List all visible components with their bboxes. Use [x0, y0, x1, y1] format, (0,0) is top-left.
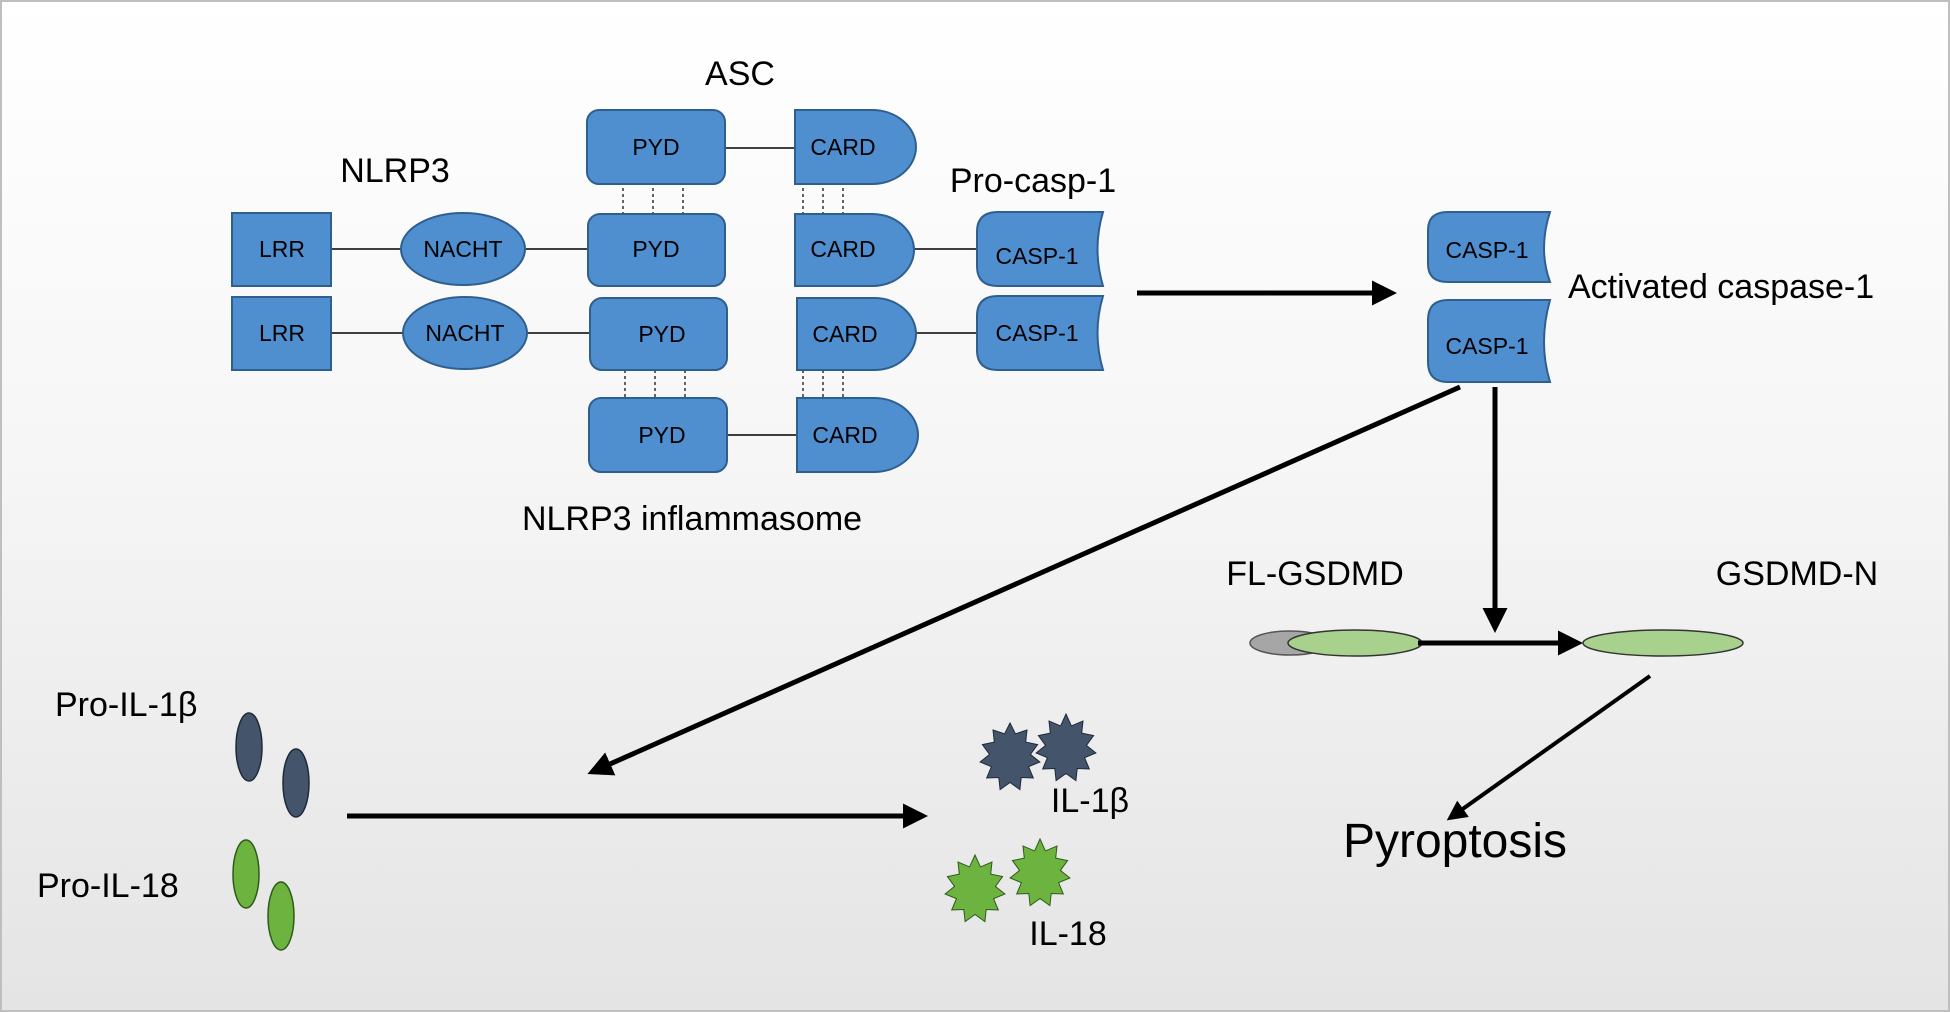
lrr-label: LRR: [259, 236, 305, 262]
pro-il18-label: Pro-IL-18: [37, 867, 179, 905]
pyd-label: PYD: [638, 321, 685, 347]
filament-links: [622, 182, 844, 400]
pyd-domain: PYD: [589, 297, 728, 371]
card-label: CARD: [812, 422, 877, 448]
casp1-domain: CASP-1: [976, 211, 1105, 287]
pyd-label: PYD: [632, 236, 679, 262]
card-domain: CARD: [794, 213, 915, 287]
asc-card-domain: CARD: [796, 397, 919, 473]
casp1-label: CASP-1: [995, 243, 1078, 269]
asc-pyd-domain: PYD: [588, 397, 728, 473]
card-domain: CARD: [796, 297, 917, 371]
pyd-domain: PYD: [587, 213, 726, 287]
nacht-domain: NACHT: [400, 212, 526, 286]
nacht-label: NACHT: [425, 320, 504, 346]
pyroptosis-label: Pyroptosis: [1343, 815, 1567, 868]
pyd-label: PYD: [638, 422, 685, 448]
pro-il18-shape: [232, 839, 260, 909]
lrr-label: LRR: [259, 320, 305, 346]
nlrp3-title: NLRP3: [340, 152, 450, 190]
asc-title: ASC: [705, 55, 775, 93]
il1b-star: [1035, 712, 1097, 782]
pro-il18-shape: [267, 881, 295, 951]
nacht-domain: NACHT: [402, 296, 528, 370]
il18-star: [944, 853, 1006, 923]
nlrp3-inflammasome: PYD CARD LRR NACHT PYD CARD CASP-1: [231, 55, 1116, 538]
lrr-domain: LRR: [231, 212, 332, 287]
casp1-domain: CASP-1: [1427, 299, 1552, 383]
fl-gsdmd-title: FL-GSDMD: [1226, 555, 1404, 593]
card-label: CARD: [810, 236, 875, 262]
gsdmd-n-shape: [1582, 629, 1744, 657]
lrr-domain: LRR: [231, 296, 332, 371]
gsdmd-n-title: GSDMD-N: [1716, 555, 1878, 593]
il1b-label: IL-1β: [1051, 782, 1129, 820]
asc-pyd-domain: PYD: [586, 109, 726, 185]
activated-caspase1: CASP-1 CASP-1 Activated caspase-1: [1427, 211, 1874, 383]
pyroptosis-arrow: [1446, 674, 1652, 821]
pro-il1b-shape: [282, 748, 310, 818]
card-label: CARD: [812, 321, 877, 347]
procasp1-title: Pro-casp-1: [950, 162, 1116, 200]
nacht-label: NACHT: [423, 236, 502, 262]
casp1-label: CASP-1: [995, 320, 1078, 346]
pyd-label: PYD: [632, 134, 679, 160]
pro-il1b-label: Pro-IL-1β: [55, 686, 197, 724]
gsdmd-section: FL-GSDMD GSDMD-N Pyroptosis: [1226, 555, 1878, 868]
pro-il1b-shape: [235, 712, 263, 782]
linker-lines: [331, 147, 977, 436]
casp1-label: CASP-1: [1445, 237, 1528, 263]
casp1-domain: CASP-1: [976, 295, 1105, 371]
activated-caspase1-title: Activated caspase-1: [1568, 268, 1874, 306]
fl-gsdmd-shape: [1249, 629, 1423, 657]
casp1-label: CASP-1: [1445, 333, 1528, 359]
cleavage-arrow-cytokines: [587, 384, 1462, 776]
inflammasome-title: NLRP3 inflammasome: [522, 500, 862, 538]
asc-card-domain: CARD: [794, 109, 917, 185]
il18-label: IL-18: [1029, 915, 1107, 953]
il18-star: [1009, 837, 1071, 907]
il1b-star: [979, 721, 1041, 791]
casp1-domain: CASP-1: [1427, 211, 1552, 283]
card-label: CARD: [810, 134, 875, 160]
cytokine-section: Pro-IL-1β Pro-IL-18 IL-1β IL-18: [37, 686, 1129, 953]
